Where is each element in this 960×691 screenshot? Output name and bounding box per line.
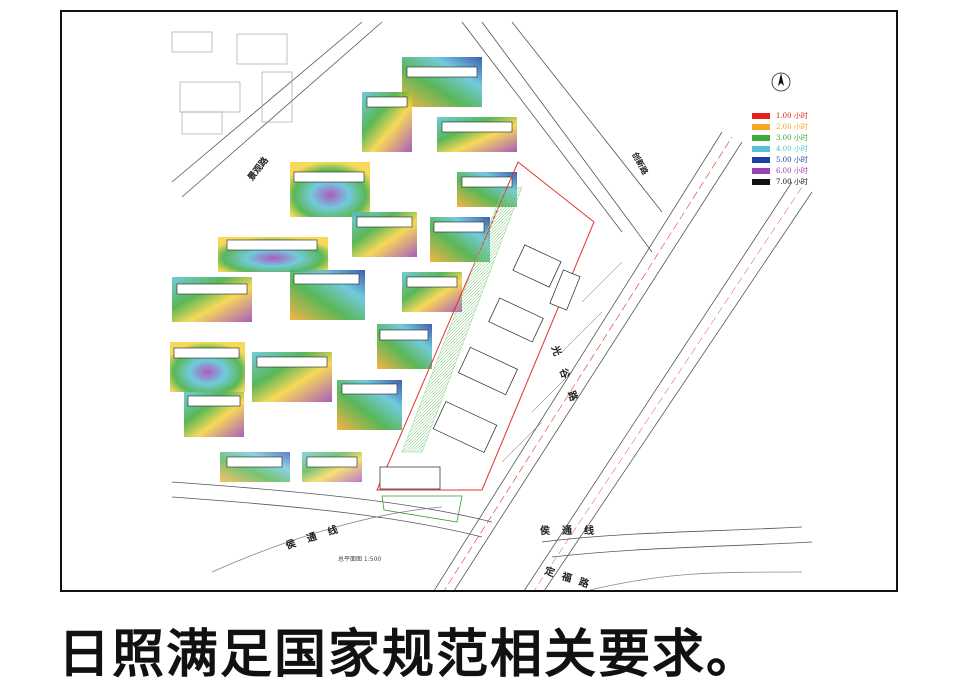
legend-label: 1.00 小时 xyxy=(776,111,808,120)
caption: 日照满足国家规范相关要求。 xyxy=(58,625,761,685)
existing-buildings xyxy=(171,31,293,135)
site-buildings xyxy=(379,244,581,490)
legend-item: 3.00 小时 xyxy=(752,132,872,143)
sunlight-legend: 1.00 小时 2.00 小时 3.00 小时 4.00 小时 5.00 小时 … xyxy=(752,110,872,187)
legend-swatch xyxy=(752,178,770,185)
road-network xyxy=(171,21,813,590)
site-plan-map xyxy=(170,21,813,590)
site-plan-frame: 1.00 小时 2.00 小时 3.00 小时 4.00 小时 5.00 小时 … xyxy=(60,10,898,592)
road-label-bottom-right: 侯通线 xyxy=(540,526,606,537)
legend-label: 3.00 小时 xyxy=(776,133,808,142)
legend-swatch xyxy=(752,167,770,174)
legend-swatch xyxy=(752,112,770,119)
legend-label: 2.00 小时 xyxy=(776,122,808,131)
legend-item: 5.00 小时 xyxy=(752,154,872,165)
legend-swatch xyxy=(752,134,770,141)
legend-swatch xyxy=(752,123,770,130)
road-centerline xyxy=(444,136,733,590)
green-belt xyxy=(401,186,523,453)
green-boundary xyxy=(381,495,463,523)
legend-swatch xyxy=(752,156,770,163)
legend-label: 7.00 小时 xyxy=(776,177,808,186)
legend-item: 7.00 小时 xyxy=(752,176,872,187)
legend-label: 4.00 小时 xyxy=(776,144,808,153)
legend-item: 6.00 小时 xyxy=(752,165,872,176)
plan-title: 总平面图 1:500 xyxy=(338,556,382,563)
site-boundary xyxy=(376,161,595,491)
north-arrow-icon xyxy=(770,70,792,92)
legend-label: 5.00 小时 xyxy=(776,155,808,164)
legend-item: 1.00 小时 xyxy=(752,110,872,121)
residential-buildings xyxy=(173,66,513,468)
legend-item: 4.00 小时 xyxy=(752,143,872,154)
legend-item: 2.00 小时 xyxy=(752,121,872,132)
legend-swatch xyxy=(752,145,770,152)
legend-label: 6.00 小时 xyxy=(776,166,808,175)
